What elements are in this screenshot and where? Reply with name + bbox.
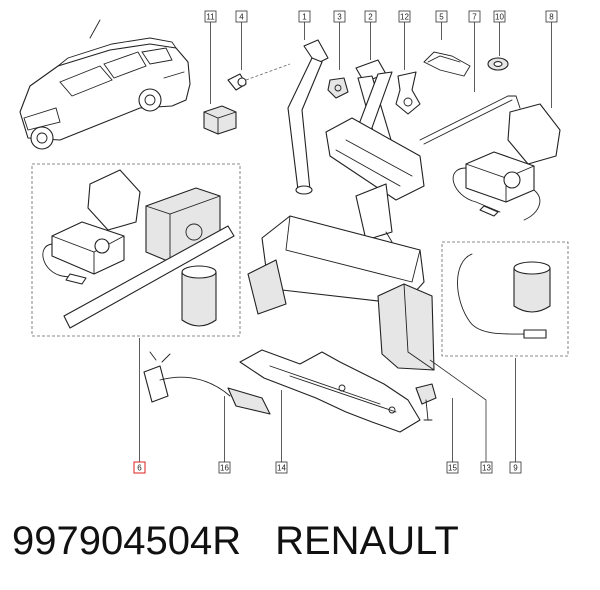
svg-text:16: 16 <box>220 464 229 473</box>
part-12-towing-eye <box>395 71 421 115</box>
callout-6: 6 <box>133 338 146 474</box>
svg-text:5: 5 <box>439 13 444 22</box>
brand-name: RENAULT <box>275 519 459 563</box>
svg-text:1: 1 <box>302 13 307 22</box>
callout-15: 15 <box>446 398 459 474</box>
callout-10: 10 <box>493 10 506 56</box>
part-14-bracket <box>239 349 421 433</box>
callout-3: 3 <box>333 10 346 70</box>
callout-2: 2 <box>364 10 377 60</box>
part-3-nut <box>327 77 349 99</box>
callout-1: 1 <box>298 10 311 40</box>
part-16-harness <box>143 351 271 415</box>
kit-group-outline-right <box>441 241 569 357</box>
car-illustration <box>19 19 191 150</box>
svg-text:10: 10 <box>495 13 504 22</box>
svg-text:3: 3 <box>337 13 342 22</box>
part-2-scissor-jack <box>325 59 425 251</box>
part-6-inflation-kit <box>42 169 235 329</box>
part-7-rod <box>419 95 521 145</box>
parts-diagram: 11 4 1 3 2 12 5 7 10 <box>19 10 569 474</box>
svg-text:14: 14 <box>277 464 286 473</box>
part-1-wheel-brace <box>287 39 329 195</box>
callout-12: 12 <box>398 10 411 70</box>
footer-caption: 997904504R RENAULT <box>12 516 592 566</box>
part-5-hook-wrench <box>423 51 471 77</box>
callout-4: 4 <box>235 10 248 70</box>
callout-14: 14 <box>275 390 288 474</box>
svg-text:8: 8 <box>549 13 554 22</box>
svg-text:4: 4 <box>239 13 244 22</box>
callout-5: 5 <box>435 10 448 40</box>
part-15-fastener <box>415 383 437 421</box>
part-13-foam-tray <box>247 215 435 371</box>
part-9-sealant-kit <box>457 253 551 339</box>
svg-text:6: 6 <box>137 464 142 473</box>
svg-text:9: 9 <box>513 464 518 473</box>
part-11-box <box>203 105 237 135</box>
callout-13: 13 <box>429 359 493 474</box>
svg-text:12: 12 <box>400 13 409 22</box>
svg-text:15: 15 <box>448 464 457 473</box>
callout-16: 16 <box>218 396 231 474</box>
callout-11: 11 <box>204 10 217 104</box>
svg-text:7: 7 <box>472 13 477 22</box>
callout-9: 9 <box>509 358 522 474</box>
callout-7: 7 <box>468 10 481 92</box>
part-number: 997904504R <box>12 519 242 563</box>
part-4-wing-bolt <box>227 63 291 91</box>
part-10-washer <box>487 57 509 71</box>
svg-text:11: 11 <box>206 13 215 22</box>
svg-text:2: 2 <box>368 13 373 22</box>
callout-8: 8 <box>545 10 558 108</box>
svg-text:13: 13 <box>482 464 491 473</box>
part-8-compressor-kit <box>452 103 561 221</box>
